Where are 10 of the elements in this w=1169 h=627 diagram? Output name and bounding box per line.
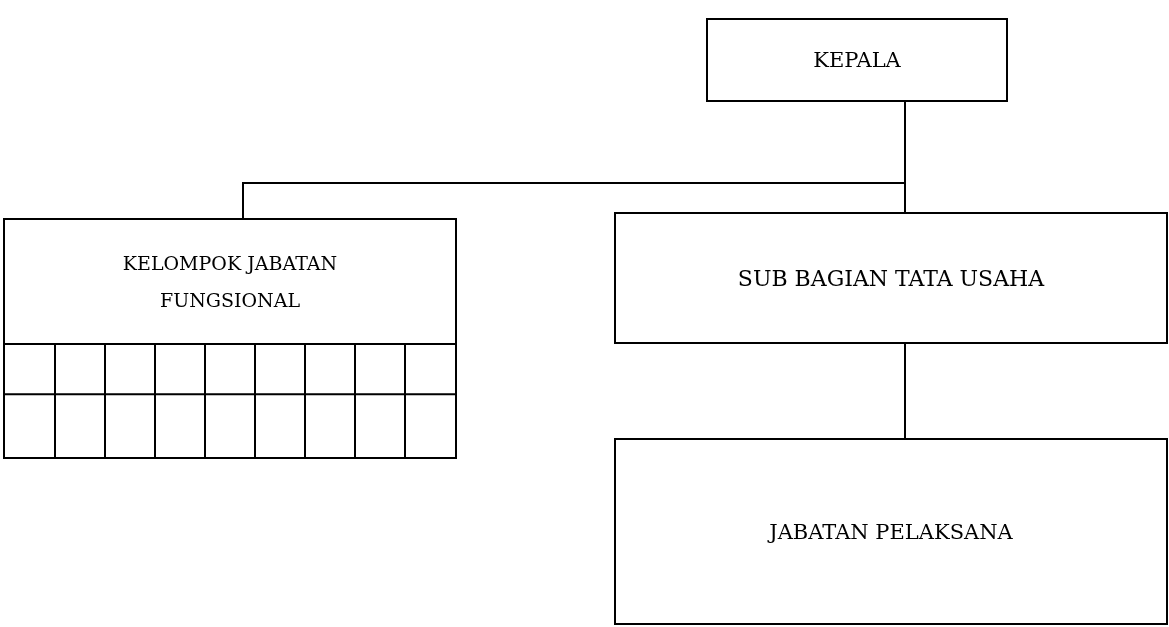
box-title: JABATAN PELAKSANA [769, 518, 1013, 546]
org-box [706, 18, 1008, 102]
org-box [614, 212, 1168, 344]
box-title: KELOMPOK JABATAN FUNGSIONAL [121, 251, 339, 313]
box-title: KEPALA [813, 47, 901, 75]
connector-line [904, 101, 906, 213]
connector-line [904, 343, 906, 439]
box-title: SUB BAGIAN TATA USAHA [737, 265, 1045, 294]
org-box [614, 438, 1168, 625]
org-box [3, 218, 457, 459]
